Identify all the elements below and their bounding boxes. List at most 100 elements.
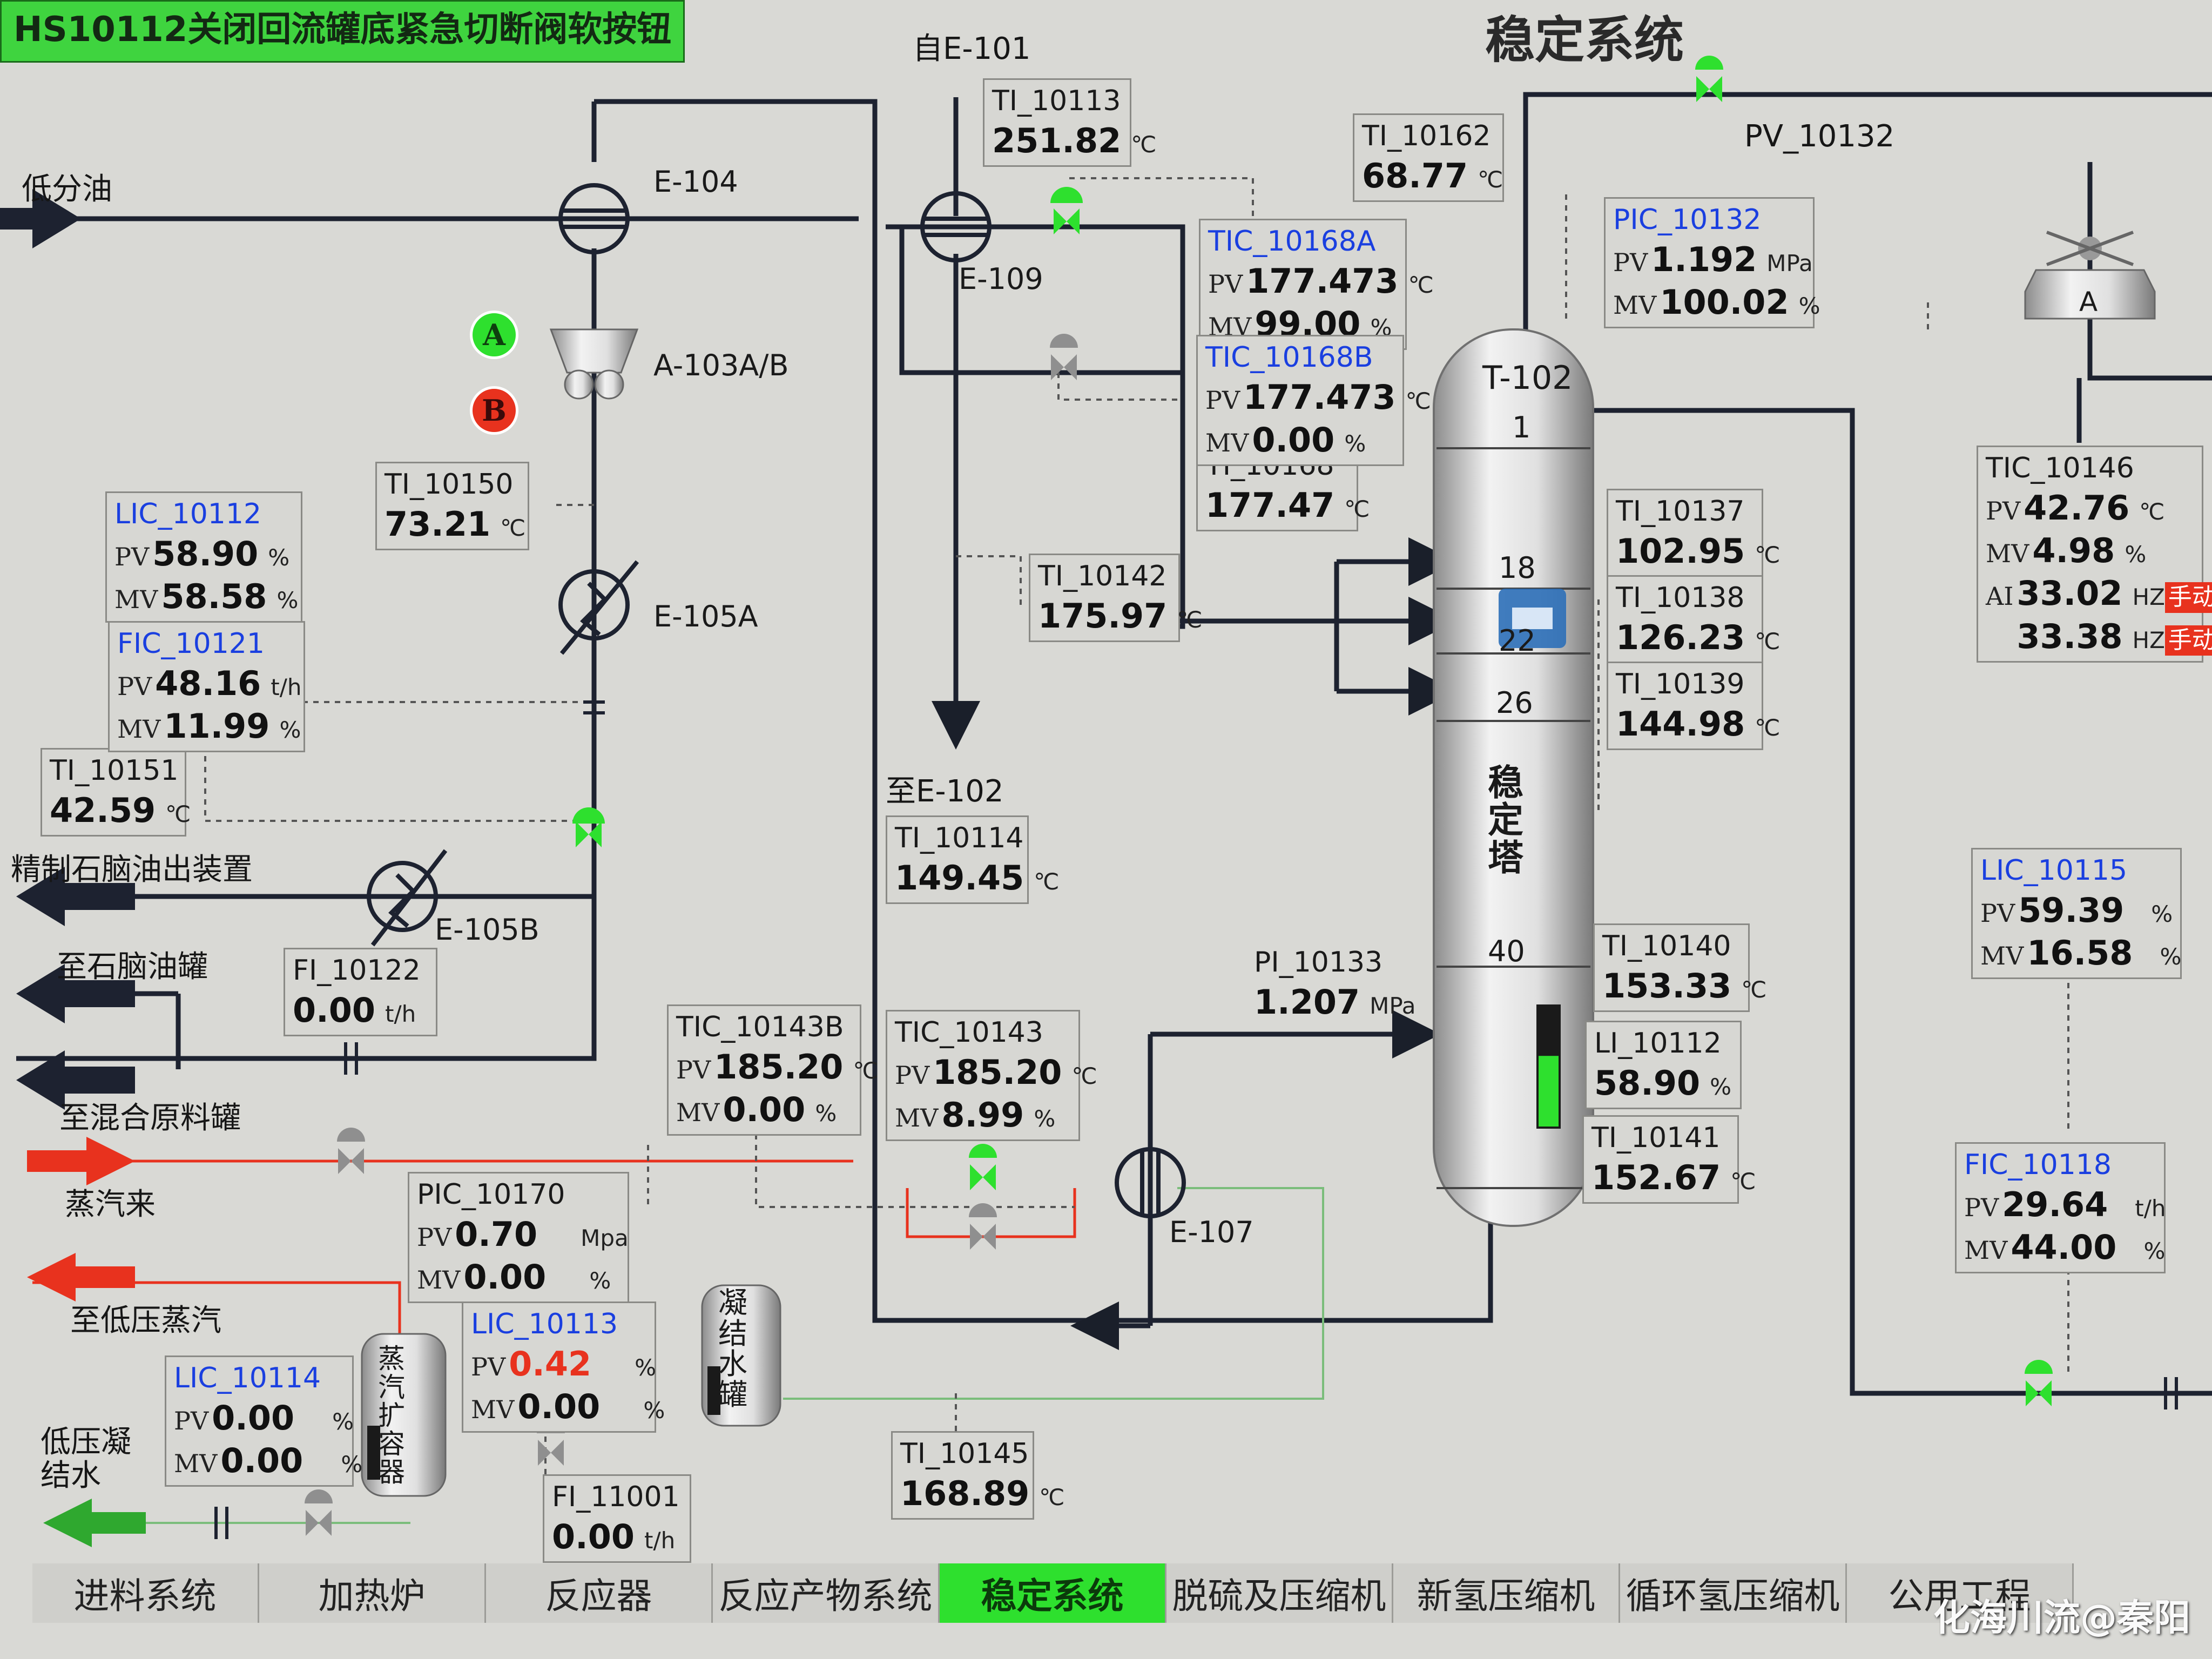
ti10139-faceplate[interactable]: TI_10139 144.98℃ [1607,662,1780,750]
tic10146-ai: 33.02 [2017,574,2123,613]
ti10139-pv: 144.98 [1616,704,1745,744]
tower-name-label: 稳定塔 [1488,762,1523,879]
tab-8[interactable]: 公用工程 [1847,1563,2074,1623]
tic10168b-mv: 0.00 [1252,420,1335,460]
lic10115-tag: LIC_10115 [1980,854,2128,887]
ti10138-faceplate[interactable]: TI_10138 126.23℃ [1607,575,1780,664]
condensate-tank-vessel [701,1284,781,1427]
e109-exchanger [920,191,992,262]
ti10162-unit: ℃ [1478,166,1503,193]
label-to-mixed-feed-tank: 至混合原料罐 [59,1101,241,1136]
pic10170-mv-label: MV [417,1265,461,1294]
tab-2[interactable]: 反应器 [486,1563,713,1623]
tab-1[interactable]: 加热炉 [259,1563,486,1623]
pi10133-unit: MPa [1370,992,1416,1019]
e107-exchanger [1115,1147,1186,1218]
pump-b-button[interactable]: B [470,386,518,435]
tic10146-manual-badge-2[interactable]: 手动 [2164,625,2212,656]
tab-3[interactable]: 反应产物系统 [713,1563,940,1623]
ti10162-faceplate[interactable]: TI_10162 68.77℃ [1353,113,1504,202]
fic10121-mv-label: MV [117,714,161,744]
tab-6[interactable]: 新氢压缩机 [1393,1563,1620,1623]
li10112-pv: 58.90 [1594,1063,1701,1103]
lic10112-tag: LIC_10112 [114,498,262,530]
fan-a-label: A [2079,286,2098,318]
pic10170-pv-unit: Mpa [581,1224,629,1251]
tic10143-mv: 8.99 [941,1095,1024,1135]
tic10146-manual-badge[interactable]: 手动 [2164,582,2212,613]
fic10121-pv-unit: t/h [271,673,302,700]
li10112-unit: % [1710,1073,1732,1100]
a103-label: A-103A/B [653,348,789,382]
lic10114-pv: 0.00 [212,1398,295,1438]
li10112-tag: LI_10112 [1594,1027,1722,1060]
ti10141-faceplate[interactable]: TI_10141 152.67℃ [1582,1115,1756,1204]
tab-4[interactable]: 稳定系统 [940,1563,1166,1623]
tic10143-tag: TIC_10143 [895,1016,1043,1049]
ti10145-unit: ℃ [1039,1483,1065,1510]
tic10143-mv-unit: % [1034,1105,1056,1132]
tab-5[interactable]: 脱硫及压缩机 [1166,1563,1393,1623]
ti10113-faceplate[interactable]: TI_10113 251.82℃ [983,78,1156,167]
lic10112-pv: 58.90 [152,534,259,574]
tic10146-ai2-unit: HZ [2132,626,2165,653]
e105a-cooler [558,560,639,655]
t102-label: T-102 [1482,359,1573,397]
tic10143-pv-label: PV [895,1060,930,1090]
fic10118-mv-unit: % [2143,1237,2166,1264]
steam-expander-vessel [361,1333,447,1497]
tab-0[interactable]: 进料系统 [32,1563,259,1623]
tic10143-pv-unit: ℃ [1071,1062,1097,1089]
ti10145-faceplate[interactable]: TI_10145 168.89℃ [891,1431,1064,1520]
ti10114-pv: 149.45 [895,858,1024,898]
tic10168b-tag: TIC_10168B [1205,341,1373,374]
ti10150-faceplate[interactable]: TI_10150 73.21℃ [375,462,529,550]
lic10115-mv-label: MV [1980,941,2024,970]
e104-exchanger [558,183,630,254]
ti10142-pv: 175.97 [1038,596,1168,636]
page-title: 稳定系统 [1485,11,1684,69]
ti10150-pv: 73.21 [385,504,491,544]
tray-1-label: 1 [1512,410,1531,444]
ti10151-unit: ℃ [165,800,191,827]
pump-a-button[interactable]: A [470,311,518,359]
label-pv10132: PV_10132 [1744,119,1895,154]
ti10142-faceplate[interactable]: TI_10142 175.97℃ [1029,554,1202,642]
tic10143b-mv-label: MV [676,1097,720,1127]
ti10139-tag: TI_10139 [1616,668,1745,700]
li10112-faceplate[interactable]: LI_10112 58.90% [1585,1021,1742,1109]
ti10114-unit: ℃ [1034,868,1060,895]
hs10112-emergency-shutoff-button[interactable]: HS10112关闭回流罐底紧急切断阀软按钮 [0,0,685,63]
ti10114-faceplate[interactable]: TI_10114 149.45℃ [886,815,1059,904]
lic10113-tag: LIC_10113 [471,1308,618,1340]
tab-7[interactable]: 循环氢压缩机 [1620,1563,1847,1623]
ti10140-unit: ℃ [1741,976,1767,1003]
valves [305,56,2053,1536]
ti10137-tag: TI_10137 [1616,495,1745,528]
pic10132-mv-unit: % [1798,292,1820,319]
ti10137-pv: 102.95 [1616,531,1745,571]
ti10140-faceplate[interactable]: TI_10140 153.33℃ [1593,923,1766,1012]
ti10151-faceplate[interactable]: TI_10151 42.59℃ [41,748,191,837]
ti10137-faceplate[interactable]: TI_10137 102.95℃ [1607,489,1780,577]
label-to-naphtha-tank: 至石脑油罐 [57,949,208,984]
lic10112-pv-unit: % [268,544,290,571]
lic10113-mv-label: MV [471,1394,515,1424]
